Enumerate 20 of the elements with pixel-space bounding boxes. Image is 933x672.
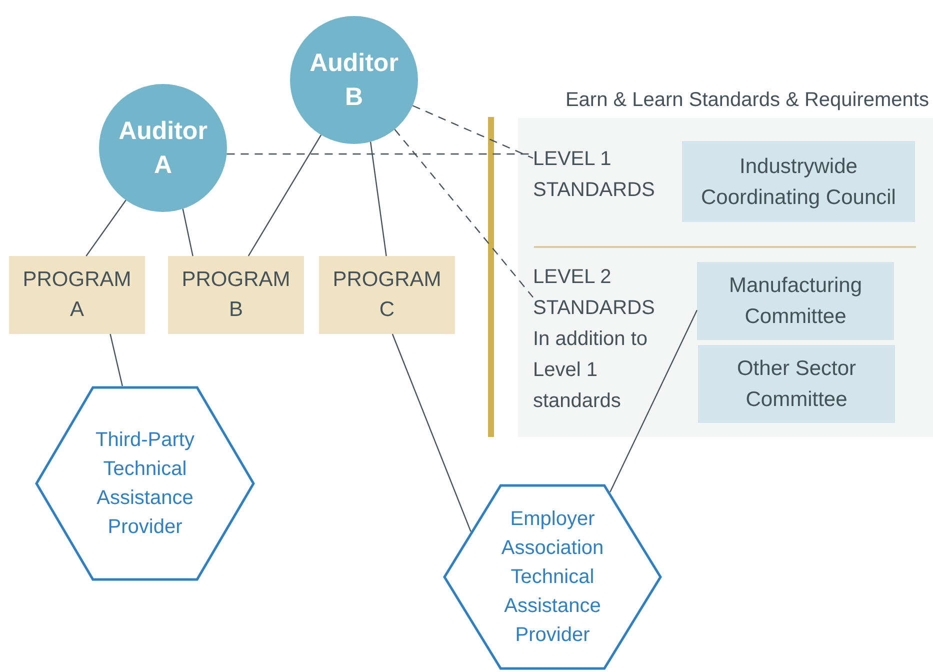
connector-line [86, 200, 126, 256]
dashed-connector [412, 105, 534, 159]
program-box: PROGRAM A [9, 256, 145, 334]
dashed-connector [394, 129, 534, 298]
program-box: PROGRAM C [319, 256, 455, 334]
panel-heading: Earn & Learn Standards & Requirements [565, 88, 929, 113]
committee-box: Industrywide Coordinating Council [682, 141, 915, 222]
connector-line [392, 334, 472, 532]
connector-line [370, 142, 387, 256]
program-box: PROGRAM B [168, 256, 304, 334]
connector-line [182, 208, 194, 256]
standards-label: LEVEL 1 STANDARDS [533, 144, 658, 208]
standards-label: LEVEL 2 STANDARDS In addition to Level 1 standards [533, 262, 658, 422]
hexagon-node: Third-Party Technical Assistance Provider [35, 386, 255, 581]
connector-line [610, 310, 698, 492]
connector-line [248, 134, 322, 256]
committee-box: Other Sector Committee [698, 345, 895, 423]
hexagon-node: Employer Association Technical Assistance Provider [443, 484, 662, 670]
connector-line [110, 334, 123, 386]
committee-box: Manufacturing Committee [697, 262, 894, 340]
